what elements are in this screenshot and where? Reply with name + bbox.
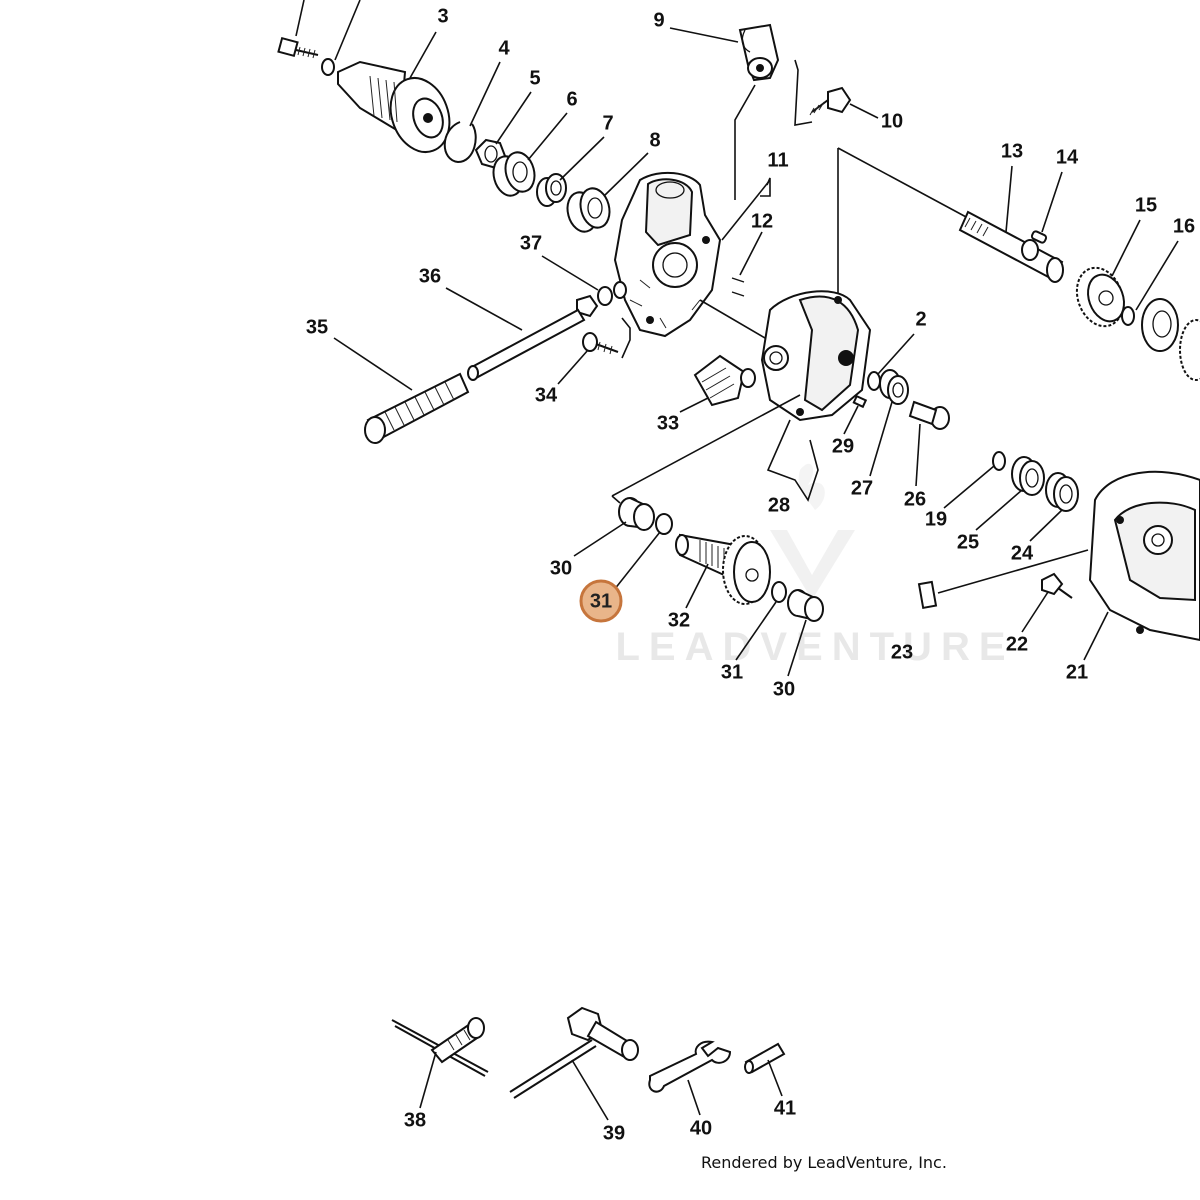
watermark-text: LEADVENTURE [615,625,1014,669]
leader-lines [333,27,1179,1121]
grip-part [364,372,470,444]
callout-27[interactable]: 27 [851,477,873,499]
tag-part [917,580,938,610]
bearing-part [566,187,611,233]
highlight-label[interactable]: 31 [590,590,612,612]
washer-part [867,371,881,391]
gear-case-part [1088,470,1200,642]
callout-38[interactable]: 38 [404,1109,426,1131]
washer-part [321,58,335,76]
callout-41[interactable]: 41 [774,1097,796,1119]
callout-11[interactable]: 11 [767,149,788,171]
clamp-part [738,23,780,82]
washer-part [1121,306,1135,326]
callout-16[interactable]: 16 [1173,215,1195,237]
needle-bearing-part [879,369,909,405]
screw-part [1041,572,1073,599]
tee-wrench-tool [391,1017,489,1077]
shaft-part [958,210,1064,283]
callout-32[interactable]: 32 [668,609,690,631]
callout-37[interactable]: 37 [520,232,542,254]
gear-part [1141,298,1200,381]
key-part [852,394,868,409]
shaft-part [467,308,586,381]
callout-36[interactable]: 36 [419,265,441,287]
callout-19[interactable]: 19 [925,508,947,530]
bolt-part [809,86,852,116]
callout-2[interactable]: 2 [915,308,926,330]
bearing-part [492,151,536,197]
snap-ring-part [992,451,1006,471]
callout-29[interactable]: 29 [832,435,854,457]
callout-24[interactable]: 24 [1011,542,1034,564]
callout-14[interactable]: 14 [1056,146,1079,168]
snap-ring-part [443,121,477,164]
callout-4[interactable]: 4 [498,37,510,59]
highlight-marker[interactable] [579,579,623,623]
key-part [1030,230,1048,244]
bushing-part [536,173,567,207]
callout-7[interactable]: 7 [602,112,613,134]
callout-23[interactable]: 23 [891,641,913,663]
callout-12[interactable]: 12 [751,210,773,232]
callout-9[interactable]: 9 [653,9,664,31]
callout-31[interactable]: 31 [721,661,743,683]
highlighted-callout-31[interactable]: 31 [579,579,623,623]
washer-part [655,513,673,535]
callout-33[interactable]: 33 [657,412,679,434]
callout-40[interactable]: 40 [690,1117,712,1139]
gear-part [1075,266,1125,328]
washer-part [771,581,787,603]
pin-part [744,1042,786,1074]
bearing-part [1011,456,1045,496]
parts-artwork [277,0,1200,1121]
gear-shaft-part [675,533,771,605]
callout-6[interactable]: 6 [566,88,577,110]
knob-part [693,354,756,407]
washer-part [597,286,613,306]
callout-25[interactable]: 25 [957,531,979,553]
screw-part [582,332,619,355]
callout-8[interactable]: 8 [649,129,660,151]
callout-15[interactable]: 15 [1135,194,1157,216]
callout-30[interactable]: 30 [773,678,795,700]
gear-housing-part [613,171,722,338]
callout-5[interactable]: 5 [529,67,540,89]
chuck-part [337,60,451,153]
callout-22[interactable]: 22 [1006,633,1028,655]
bearing-part [1045,472,1079,512]
callout-30[interactable]: 30 [550,557,572,579]
callout-28[interactable]: 28 [768,494,790,516]
callout-21[interactable]: 21 [1066,661,1088,683]
cover-part [760,290,872,422]
callout-26[interactable]: 26 [904,488,926,510]
bushing-part [618,497,655,531]
bolt-part [908,400,950,430]
bolt-part [277,36,319,59]
bushing-part [787,589,824,622]
credit-text: Rendered by LeadVenture, Inc. [701,1153,947,1172]
callout-3[interactable]: 3 [437,5,448,27]
open-end-wrench-tool [648,1040,732,1093]
callout-10[interactable]: 10 [881,110,903,132]
spark-plug-wrench-tool [509,1006,639,1099]
callout-35[interactable]: 35 [306,316,328,338]
callout-34[interactable]: 34 [535,384,558,406]
callout-39[interactable]: 39 [603,1122,625,1144]
callout-13[interactable]: 13 [1001,140,1023,162]
